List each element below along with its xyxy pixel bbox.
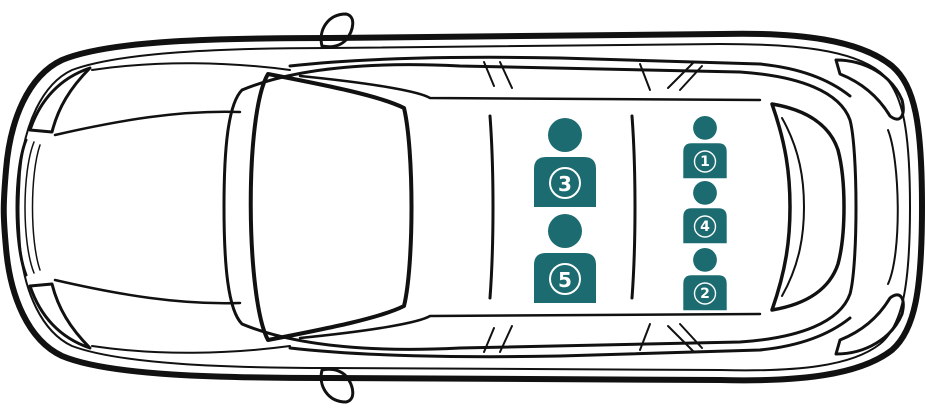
passenger-head — [693, 248, 717, 272]
seat-badge — [693, 150, 717, 173]
front-grille-line — [24, 141, 35, 274]
b-pillar-top — [483, 61, 513, 89]
seat-badge — [549, 167, 581, 199]
tail-light-bottom — [834, 293, 905, 356]
passenger-seat-2: 2 — [683, 248, 727, 311]
seat-badge — [549, 263, 581, 295]
hood-edge-top — [91, 62, 291, 71]
side-mirror-top — [319, 12, 355, 49]
headlight-bottom — [28, 282, 92, 350]
tail-light-top — [834, 58, 905, 121]
hood-crease-bottom — [53, 278, 242, 305]
passenger-seat-1: 1 — [683, 116, 727, 179]
hood-edge-bottom — [91, 345, 291, 354]
passenger-seat-4: 4 — [683, 181, 727, 244]
seat-number-label: 4 — [700, 219, 710, 235]
passenger-head — [548, 214, 582, 248]
passenger-head — [548, 118, 582, 152]
front-grille-line — [31, 144, 41, 271]
b-pillar-bottom — [483, 325, 513, 353]
side-mirror-bottom — [319, 367, 355, 404]
car-body — [0, 12, 925, 404]
c-pillar-top — [639, 61, 703, 91]
c-pillar-bottom — [639, 323, 703, 353]
roof-line-rear — [630, 114, 637, 300]
seat-number-label: 5 — [558, 268, 572, 292]
seat-badge — [693, 282, 717, 305]
passenger-seat-5: 5 — [534, 214, 596, 303]
rear-window — [770, 102, 846, 312]
side-window-top-inner — [298, 74, 762, 102]
cabin-outline — [222, 63, 858, 351]
headlight-top — [28, 66, 92, 134]
passengers-layer: 3 5 1 4 2 — [534, 116, 727, 311]
seat-number-label: 3 — [558, 172, 572, 196]
passenger-seat-3: 3 — [534, 118, 596, 207]
rear-bumper-line — [887, 129, 899, 285]
passenger-head — [693, 181, 717, 205]
roof-line-front — [488, 114, 495, 300]
car-inner-outline — [17, 43, 911, 372]
side-window-bottom-inner — [298, 312, 762, 340]
car-outer-outline — [0, 30, 925, 384]
side-window-bottom — [288, 316, 852, 359]
rear-window-inner — [781, 117, 805, 297]
passenger-head — [693, 116, 717, 140]
front-grille-outer — [15, 138, 28, 277]
seat-number-label: 2 — [700, 286, 710, 302]
windshield — [248, 72, 414, 342]
hood-crease-top — [53, 110, 242, 137]
seat-number-label: 1 — [700, 154, 710, 170]
seat-badge — [693, 215, 717, 238]
side-window-top — [288, 55, 852, 98]
